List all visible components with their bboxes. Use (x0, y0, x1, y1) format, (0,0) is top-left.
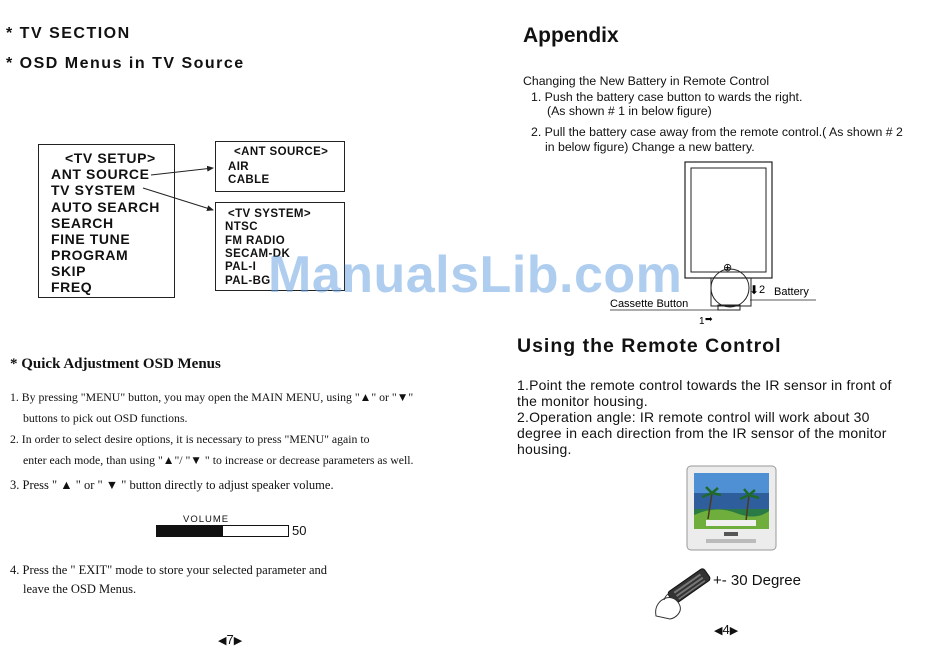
battery-label: Battery (774, 286, 809, 298)
menu-item-ant-source: ANT SOURCE (51, 166, 150, 182)
menu-item-pal-bg: PAL-BG (225, 275, 271, 287)
para3: 3. Press " ▲ " or " ▼ " button directly … (10, 478, 334, 492)
menu-item-air: AIR (228, 161, 250, 173)
battery-step1-line2: (As shown # 1 in below figure) (547, 104, 712, 118)
remote-line2: the monitor housing. (517, 393, 648, 409)
volume-label: VOLUME (183, 514, 230, 525)
arrow-left-icon: ◀ (218, 635, 227, 647)
para1-line1: 1. By pressing "MENU" button, you may op… (10, 390, 414, 404)
left-page-number: ◀7▶ (218, 632, 242, 647)
battery-step2-line2: in below figure) Change a new battery. (545, 140, 755, 154)
battery-icon (710, 268, 750, 308)
para4-line1: 4. Press the " EXIT" mode to store your … (10, 563, 328, 577)
arrow-right-icon: ▶ (729, 625, 739, 637)
remote-line4: degree in each direction from the IR sen… (517, 425, 887, 441)
arrow-right-icon: ▶ (233, 635, 243, 647)
menu-item-ntsc: NTSC (225, 221, 258, 233)
appendix-title: Appendix (523, 24, 619, 47)
para2-line2: enter each mode, than using "▲"/ "▼ " to… (23, 453, 414, 467)
menu-item-secam-dk: SECAM-DK (225, 248, 291, 260)
tv-section-heading: * TV SECTION (6, 25, 131, 42)
tv-setup-menu: <TV SETUP> ANT SOURCE TV SYSTEM AUTO SEA… (38, 144, 175, 298)
remote-back-outline (684, 161, 773, 279)
cassette-button-outline (717, 304, 741, 311)
menu-item-tv-system: TV SYSTEM (51, 182, 136, 198)
para1-line2: buttons to pick out OSD functions. (23, 411, 188, 425)
menu-item-pal-i: PAL-I (225, 261, 257, 273)
menu-item-fm-radio: FM RADIO (225, 235, 286, 247)
cassette-button-label: Cassette Button (610, 298, 688, 310)
degree-label: +- 30 Degree (713, 572, 801, 589)
marker-1: 1 (699, 316, 705, 327)
ant-source-menu: <ANT SOURCE> AIR CABLE (215, 141, 345, 192)
volume-value: 50 (292, 523, 307, 538)
menu-item-auto-search: AUTO SEARCH (51, 199, 161, 215)
marker-2: 2 (759, 284, 765, 296)
arrow-right-small-icon: ➡ (705, 314, 713, 324)
tv-setup-title: <TV SETUP> (65, 150, 156, 166)
remote-title: Using the Remote Control (517, 335, 782, 357)
battery-diagram: ⊕ ⬇ 2 Battery Cassette Button 1 ➡ (610, 161, 816, 327)
menu-item-freq: FREQ (51, 279, 93, 295)
arrow-down-icon: ⬇ (749, 283, 759, 297)
menu-item-program: PROGRAM (51, 247, 129, 263)
battery-case-outline (710, 277, 752, 307)
right-page-number-value: 4 (722, 622, 730, 637)
tv-system-menu: <TV SYSTEM> NTSC FM RADIO SECAM-DK PAL-I… (215, 202, 345, 291)
para4-line2: leave the OSD Menus. (23, 582, 137, 596)
quick-adjustment-heading: * Quick Adjustment OSD Menus (10, 356, 221, 372)
osd-menus-heading: * OSD Menus in TV Source (6, 55, 245, 72)
ant-source-title: <ANT SOURCE> (234, 146, 329, 158)
tv-illustration (686, 465, 777, 551)
hand-remote-illustration (655, 568, 711, 620)
battery-step2-line1: 2. Pull the battery case away from the r… (531, 125, 903, 139)
remote-line1: 1.Point the remote control towards the I… (517, 377, 892, 393)
menu-item-search: SEARCH (51, 215, 114, 231)
volume-bar-fill (157, 526, 223, 536)
battery-intro: Changing the New Battery in Remote Contr… (523, 74, 770, 88)
para2-line1: 2. In order to select desire options, it… (10, 432, 370, 446)
tv-system-title: <TV SYSTEM> (228, 208, 312, 220)
menu-item-skip: SKIP (51, 263, 87, 279)
battery-step1-line1: 1. Push the battery case button to wards… (531, 90, 803, 104)
volume-bar (156, 525, 289, 537)
plus-sign-icon: ⊕ (723, 262, 732, 274)
remote-back-inner (690, 167, 767, 273)
arrow-left-icon: ◀ (714, 625, 723, 637)
left-page-number-value: 7 (226, 632, 234, 647)
menu-item-cable: CABLE (228, 174, 270, 186)
remote-line3: 2.Operation angle: IR remote control wil… (517, 409, 870, 425)
remote-line5: housing. (517, 441, 572, 457)
right-page-number: ◀4▶ (714, 622, 738, 637)
menu-connector-arrows (142, 165, 214, 212)
menu-item-fine-tune: FINE TUNE (51, 231, 131, 247)
